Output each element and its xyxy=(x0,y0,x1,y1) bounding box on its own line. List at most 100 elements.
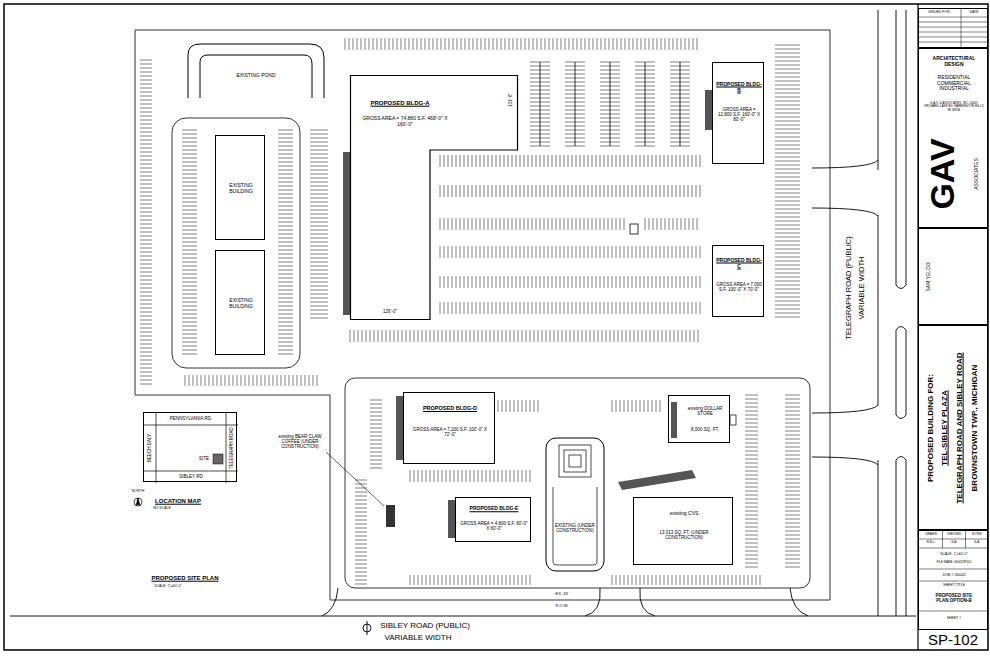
parking-stall xyxy=(656,276,657,288)
parking-stall xyxy=(745,463,758,464)
parking-stall xyxy=(775,217,800,218)
parking-stall xyxy=(361,38,362,50)
parking-stall xyxy=(464,276,465,288)
parking-stall xyxy=(310,302,328,303)
parking-stall xyxy=(370,416,382,417)
telegraph-road xyxy=(812,160,878,168)
curb-line xyxy=(172,62,810,588)
parking-stall xyxy=(460,246,461,258)
parking-stall xyxy=(310,174,328,175)
parking-stall xyxy=(410,330,411,342)
parking-stall xyxy=(278,206,293,207)
parking-stall xyxy=(620,185,621,197)
parking-stall xyxy=(565,138,585,139)
parking-stall xyxy=(140,76,152,77)
parking-stall xyxy=(140,268,152,269)
parking-stall xyxy=(584,276,585,288)
parking-stall xyxy=(669,218,670,230)
parking-stall xyxy=(426,470,427,482)
parking-stall xyxy=(745,503,758,504)
parking-stall xyxy=(785,527,800,528)
pond-outline xyxy=(188,44,324,98)
parking-stall xyxy=(278,338,293,339)
node-text: GROSS AREA = 7,200 S.F. 100'-0" X 72'-0" xyxy=(410,428,490,438)
parking-stall xyxy=(468,302,469,314)
parking-stall xyxy=(644,575,645,585)
parking-stall xyxy=(217,375,218,386)
parking-stall xyxy=(426,330,427,342)
parking-stall xyxy=(440,276,441,288)
parking-stall xyxy=(600,302,601,314)
parking-stall xyxy=(785,467,800,468)
parking-stall xyxy=(608,246,609,258)
parking-stall xyxy=(568,276,569,288)
parking-stall xyxy=(278,282,293,283)
parking-stall xyxy=(480,155,481,167)
node-text: EXISTING (UNDER CONSTRUCTION) xyxy=(555,524,595,534)
parking-stall xyxy=(278,274,293,275)
parking-stall xyxy=(562,330,563,342)
pond-outline: EXISTING POND xyxy=(178,40,328,100)
parking-stall xyxy=(493,38,494,50)
parking-stall xyxy=(560,185,561,197)
parking-stall xyxy=(389,38,390,50)
telegraph-road xyxy=(878,215,879,405)
node-text: BROWNSTOWN TWP., MICHIGAN xyxy=(971,365,980,492)
parking-stall xyxy=(785,395,800,396)
parking-stall xyxy=(580,302,581,314)
parking-stall xyxy=(362,330,363,342)
parking-stall xyxy=(278,330,293,331)
parking-stall xyxy=(775,93,800,94)
parking-stall xyxy=(694,330,695,342)
parking-stall xyxy=(468,246,469,258)
parking-stall xyxy=(556,155,557,167)
node-text: EXISTING BUILDING xyxy=(219,298,263,309)
parking-stall xyxy=(484,155,485,167)
parking-stall xyxy=(536,246,537,258)
parking-stall xyxy=(574,330,575,342)
parking-stall xyxy=(485,38,486,50)
parking-stall xyxy=(508,218,509,230)
parking-stall xyxy=(560,218,561,230)
parking-stall xyxy=(684,276,685,288)
parking-stall xyxy=(680,302,681,314)
parking-stall xyxy=(648,185,649,197)
node-text: SIBLEY RD xyxy=(179,475,202,480)
parking-stall xyxy=(602,330,603,342)
parking-stall xyxy=(313,375,314,386)
node-text: 13,013 SQ. FT. (UNDER CONSTRUCTION) xyxy=(642,531,726,541)
parking-stall xyxy=(468,155,469,167)
parking-stall xyxy=(785,423,800,424)
parking-stall xyxy=(140,120,152,121)
parking-stall xyxy=(498,400,499,412)
parking-stall xyxy=(672,575,673,585)
parking-stall xyxy=(653,218,654,230)
parking-stall xyxy=(775,53,800,54)
parking-stall xyxy=(309,375,310,386)
parking-stall xyxy=(182,242,197,243)
parking-stall xyxy=(785,439,800,440)
parking-stall xyxy=(665,218,666,230)
parking-stall xyxy=(310,158,328,159)
parking-stall xyxy=(140,264,152,265)
curb-line xyxy=(610,62,611,146)
north-arrow xyxy=(134,498,142,506)
parking-stall xyxy=(528,276,529,288)
parking-stall xyxy=(140,372,152,373)
parking-stall xyxy=(745,559,758,560)
parking-stall xyxy=(140,272,152,273)
parking-stall xyxy=(588,185,589,197)
parking-stall xyxy=(775,237,800,238)
parking-stall xyxy=(554,330,555,342)
parking-stall xyxy=(775,129,800,130)
parking-stall xyxy=(506,470,507,482)
node-text: SAM YELDO xyxy=(926,262,932,291)
parking-stall xyxy=(366,330,367,342)
parking-stall xyxy=(182,174,197,175)
parking-stall xyxy=(775,173,800,174)
parking-stall xyxy=(584,155,585,167)
parking-stall xyxy=(688,276,689,288)
parking-stall xyxy=(310,270,328,271)
parking-stall xyxy=(140,196,152,197)
annotation-label: SCALE: 1"=60'-0" xyxy=(154,585,182,589)
